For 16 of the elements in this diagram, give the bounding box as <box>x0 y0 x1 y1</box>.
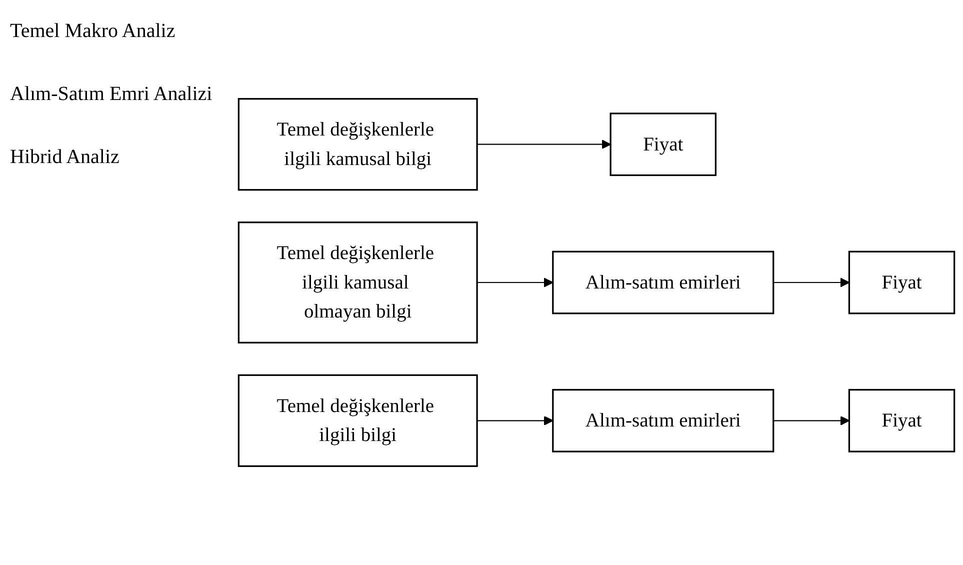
section-heading: Temel Makro Analiz <box>10 20 176 43</box>
section-heading: Alım-Satım Emri Analizi <box>10 83 214 106</box>
node-box: Temel değişkenlerle ilgili kamusal bilgi <box>238 98 478 191</box>
node-box: Alım-satım emirleri <box>552 388 774 452</box>
node-box: Fiyat <box>848 250 956 314</box>
node-box: Alım-satım emirleri <box>552 250 774 314</box>
section-heading: Hibrid Analiz <box>10 146 120 169</box>
node-box: Fiyat <box>848 388 956 452</box>
arrow <box>773 278 850 288</box>
node-box: Temel değişkenlerle ilgili bilgi <box>238 374 478 467</box>
arrow <box>477 140 611 150</box>
node-box: Temel değişkenlerle ilgili kamusal olmayan bilgi <box>238 222 478 344</box>
arrow <box>477 278 554 288</box>
arrow <box>773 416 850 426</box>
node-box: Fiyat <box>610 112 716 176</box>
arrow <box>477 416 554 426</box>
